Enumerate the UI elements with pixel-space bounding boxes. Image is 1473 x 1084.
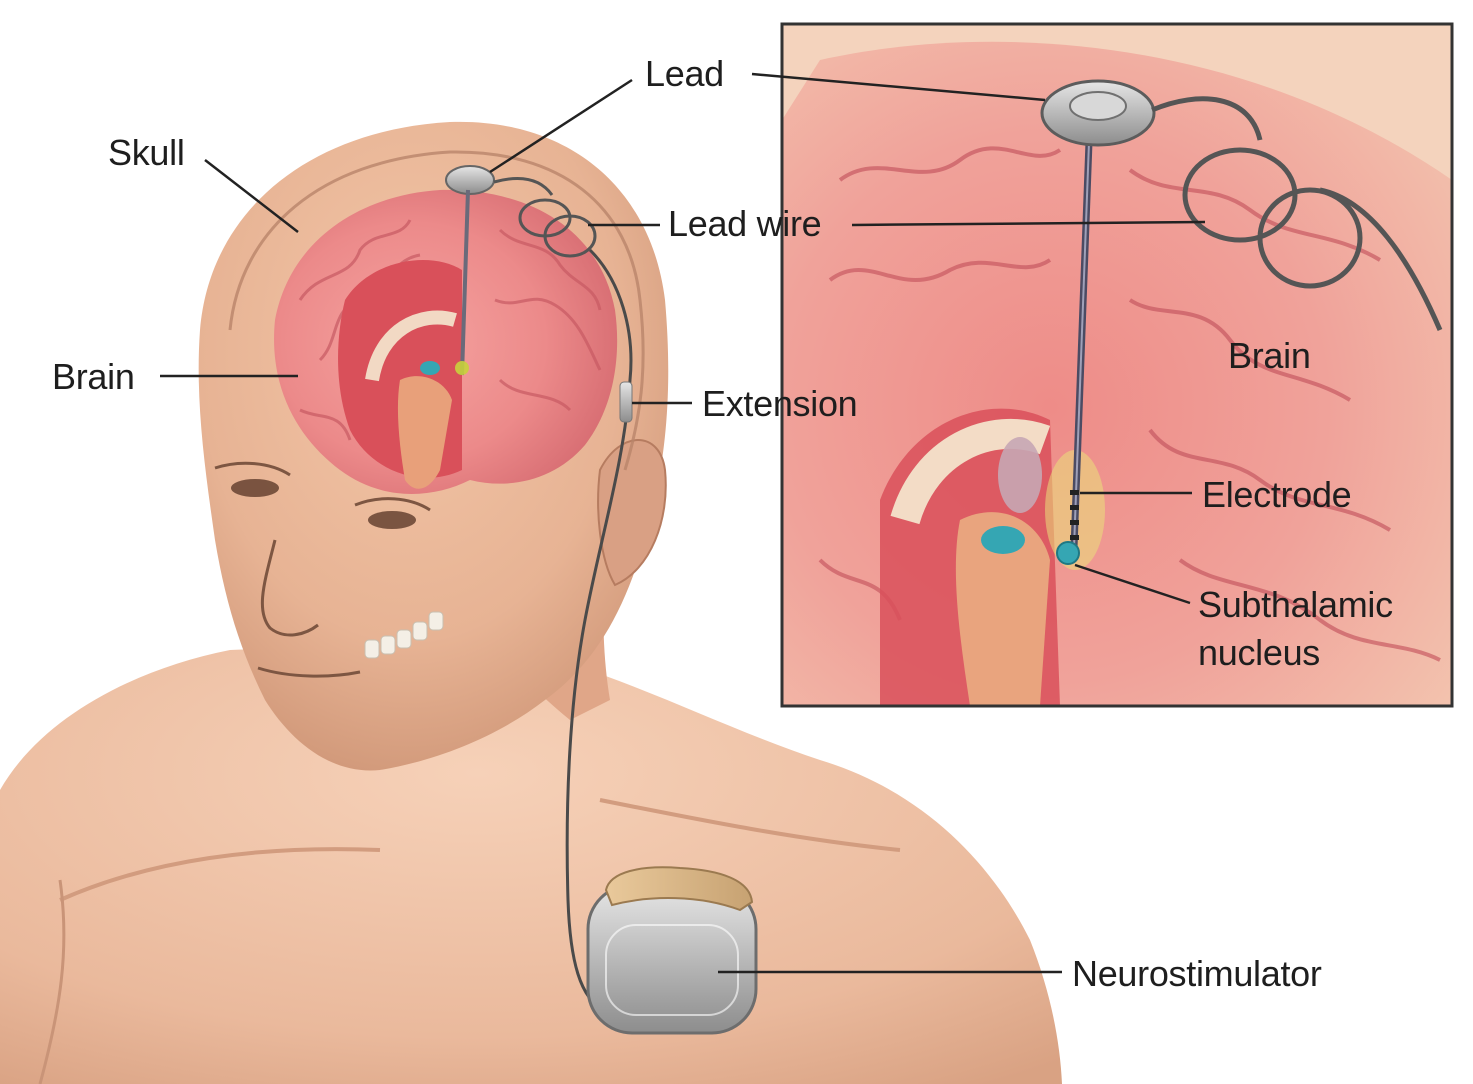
extension-wire bbox=[565, 248, 633, 1012]
collarbone bbox=[59, 798, 901, 902]
eye-right bbox=[368, 511, 416, 529]
label-subthalamic-line1: Subthalamic bbox=[1198, 584, 1393, 625]
lead-wire-coils-head bbox=[493, 176, 597, 258]
leader-lead bbox=[489, 78, 633, 174]
leader-lines bbox=[160, 72, 1206, 974]
label-brain: Brain bbox=[52, 356, 135, 397]
label-inset-brain: Brain bbox=[1228, 335, 1311, 376]
label-electrode: Electrode bbox=[1202, 474, 1351, 515]
corpus-callosum bbox=[365, 310, 457, 382]
nucleus-small bbox=[420, 361, 440, 375]
lead-cap-head bbox=[445, 165, 495, 195]
label-extension: Extension bbox=[702, 383, 857, 424]
leader-lead-wire-inset bbox=[851, 220, 1206, 227]
brain-folds bbox=[298, 219, 602, 441]
lead-tip-head bbox=[455, 361, 469, 375]
inset-panel bbox=[780, 22, 1454, 708]
lead-shaft-head bbox=[460, 189, 470, 376]
leader-skull bbox=[204, 159, 299, 233]
leader-subthalamic bbox=[1074, 563, 1191, 605]
brainstem bbox=[397, 376, 452, 489]
label-neurostimulator: Neurostimulator bbox=[1072, 953, 1322, 994]
label-lead-wire: Lead wire bbox=[668, 203, 821, 244]
label-skull: Skull bbox=[108, 132, 185, 173]
eye-left bbox=[231, 479, 279, 497]
leader-lead-inset bbox=[751, 72, 1046, 102]
label-lead: Lead bbox=[645, 53, 724, 94]
label-subthalamic-line2: nucleus bbox=[1198, 632, 1320, 673]
skull-outline bbox=[228, 150, 645, 471]
face-features bbox=[214, 461, 431, 678]
neurostimulator-device bbox=[586, 866, 758, 1035]
teeth bbox=[364, 611, 444, 659]
extension-connector bbox=[619, 381, 633, 423]
armpit-shadow bbox=[38, 879, 66, 1084]
